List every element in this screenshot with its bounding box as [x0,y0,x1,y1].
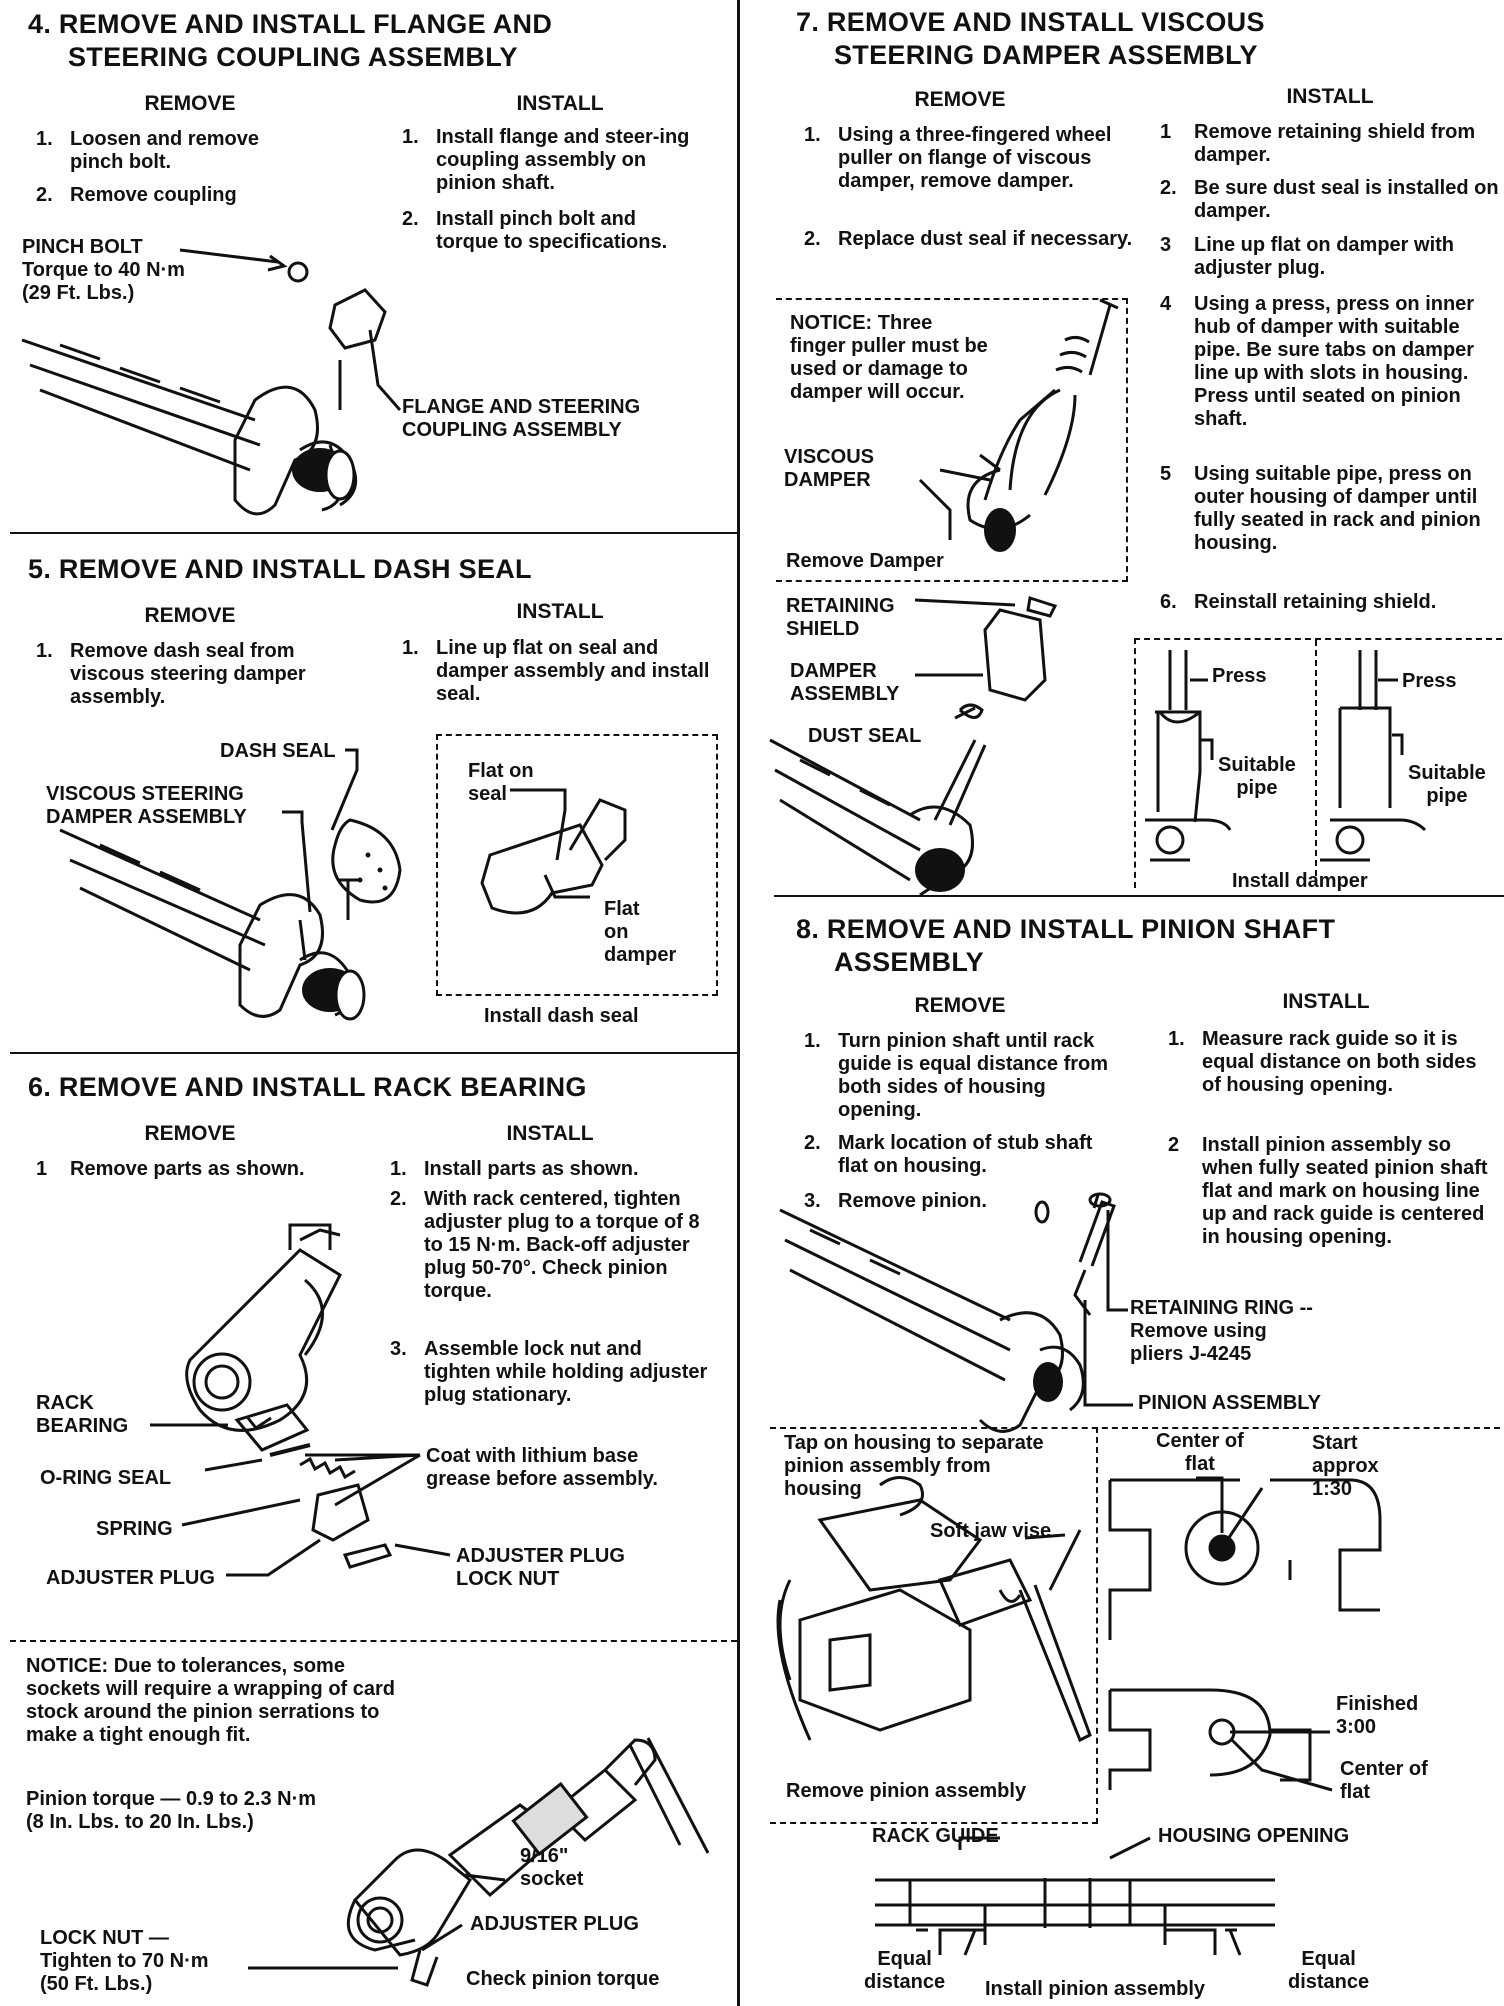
finished-label: Finished 3:00 [1336,1693,1419,1738]
s4-remove-step: 2.Remove coupling [36,184,237,206]
s7-install-step: 6.Reinstall retaining shield. [1160,591,1437,613]
section8-remove-head: REMOVE [914,994,1006,1017]
retaining-ring-label: RETAINING RING -- Remove using pliers J-… [1130,1297,1313,1365]
retaining-shield-label: RETAINING SHIELD [786,595,895,640]
section7-notice: NOTICE: Three finger puller must be used… [790,312,988,403]
socket-label: 9/16" socket [520,1845,584,1890]
spring-label: SPRING [96,1518,173,1540]
install-dash-seal-caption: Install dash seal [484,1005,639,1027]
s4-install-step: 1.Install flange and steer-ing coupling … [402,126,690,194]
viscous-steering-label: VISCOUS STEERING DAMPER ASSEMBLY [46,783,247,828]
install-pinion-caption: Install pinion assembly [985,1978,1206,2000]
divider-7-8 [774,895,1504,897]
press-label-2: Press [1402,670,1457,692]
s8-remove-step: 2.Mark location of stub shaft flat on ho… [804,1132,1093,1177]
s4-install-step: 2.Install pinch bolt and torque to speci… [402,208,668,253]
section6-install-head: INSTALL [506,1122,594,1145]
s5-install-step: 1.Line up flat on seal and damper assemb… [402,637,710,705]
section5-title: 5. REMOVE AND INSTALL DASH SEAL [28,554,532,584]
lock-nut-label: LOCK NUT — Tighten to 70 N·m (50 Ft. Lbs… [40,1927,209,1995]
s8-install-step: 1.Measure rack guide so it is equal dist… [1168,1028,1477,1096]
section8-install-head: INSTALL [1282,990,1370,1013]
suitable-pipe-label-2: Suitable pipe [1408,762,1486,807]
section7-title: 7. REMOVE AND INSTALL VISCOUS STEERING D… [796,7,1265,70]
divider-8-install [770,1427,1500,1429]
adjuster-plug-label: ADJUSTER PLUG [46,1567,215,1589]
section7-install-head: INSTALL [1286,85,1374,108]
viscous-damper-label: VISCOUS DAMPER [784,446,875,491]
section5-install-head: INSTALL [516,600,604,623]
section6-title: 6. REMOVE AND INSTALL RACK BEARING [28,1072,587,1102]
section7-remove-head: REMOVE [914,88,1006,111]
s8-remove-step: 1.Turn pinion shaft until rack guide is … [804,1030,1109,1121]
center-divider [737,0,740,2006]
flat-on-seal-label: Flat on seal [468,760,534,805]
center-of-flat-label-2: Center of flat [1340,1758,1428,1803]
s7-remove-step: 1.Using a three-fingered wheel puller on… [804,124,1112,192]
pinion-assembly-label: PINION ASSEMBLY [1138,1392,1321,1414]
divider-6-notice [10,1640,737,1642]
s6-install-step: 2.With rack centered, tighten adjuster p… [390,1188,700,1302]
s6-install-step: 3.Assemble lock nut and tighten while ho… [390,1338,708,1406]
suitable-pipe-label-1: Suitable pipe [1218,754,1296,799]
install-dash-seal-box [436,734,718,996]
s7-remove-step: 2.Replace dust seal if necessary. [804,228,1133,250]
dust-seal-label: DUST SEAL [808,725,922,747]
remove-damper-box [776,298,1128,582]
pinion-torque-spec: Pinion torque — 0.9 to 2.3 N·m (8 In. Lb… [26,1788,317,1833]
check-pinion-torque-caption: Check pinion torque [466,1968,660,1990]
section6-notice: NOTICE: Due to tolerances, some sockets … [26,1655,395,1746]
dash-seal-label: DASH SEAL [220,740,336,762]
remove-pinion-box [770,1427,1098,1824]
rack-bearing-label: RACK BEARING [36,1392,129,1437]
pinch-bolt-label: PINCH BOLT Torque to 40 N·m (29 Ft. Lbs.… [22,236,185,304]
o-ring-seal-label: O-RING SEAL [40,1467,172,1489]
install-damper-box [1134,638,1502,888]
s7-install-step: 2.Be sure dust seal is installed on damp… [1160,177,1499,222]
divider-4-5 [10,532,737,534]
center-of-flat-label-1: Center of flat [1156,1430,1244,1475]
equal-distance-label-2: Equal distance [1288,1948,1370,1993]
remove-pinion-caption: Remove pinion assembly [786,1780,1027,1802]
remove-damper-caption: Remove Damper [786,550,944,572]
start-label: Start approx 1:30 [1312,1432,1379,1500]
equal-distance-label-1: Equal distance [864,1948,946,1993]
s8-remove-step: 3.Remove pinion. [804,1190,987,1212]
flat-on-damper-label: Flat on damper [604,898,677,966]
s5-remove-step: 1.Remove dash seal from viscous steering… [36,640,306,708]
press-label-1: Press [1212,665,1267,687]
adjuster-lock-nut-label: ADJUSTER PLUG LOCK NUT [456,1545,625,1590]
divider-5-6 [10,1052,737,1054]
section5-remove-head: REMOVE [144,604,236,627]
rack-guide-label: RACK GUIDE [872,1825,999,1847]
housing-opening-label: HOUSING OPENING [1158,1825,1350,1847]
section4-title: 4. REMOVE AND INSTALL FLANGE AND STEERIN… [28,9,553,72]
adjuster-plug-label-2: ADJUSTER PLUG [470,1913,639,1935]
damper-assembly-label: DAMPER ASSEMBLY [790,660,900,705]
tap-housing-label: Tap on housing to separate pinion assemb… [784,1432,1044,1500]
flange-coupling-label: FLANGE AND STEERING COUPLING ASSEMBLY [402,396,641,441]
section4-remove-head: REMOVE [144,92,236,115]
section8-title: 8. REMOVE AND INSTALL PINION SHAFT ASSEM… [796,914,1336,977]
install-damper-caption: Install damper [1232,870,1368,892]
section4-install-head: INSTALL [516,92,604,115]
s6-install-step: 1.Install parts as shown. [390,1158,639,1180]
section6-remove-head: REMOVE [144,1122,236,1145]
install-damper-divider [1315,640,1317,876]
coat-lithium-label: Coat with lithium base grease before ass… [426,1445,658,1490]
s4-remove-step: 1.Loosen and remove pinch bolt. [36,128,259,173]
